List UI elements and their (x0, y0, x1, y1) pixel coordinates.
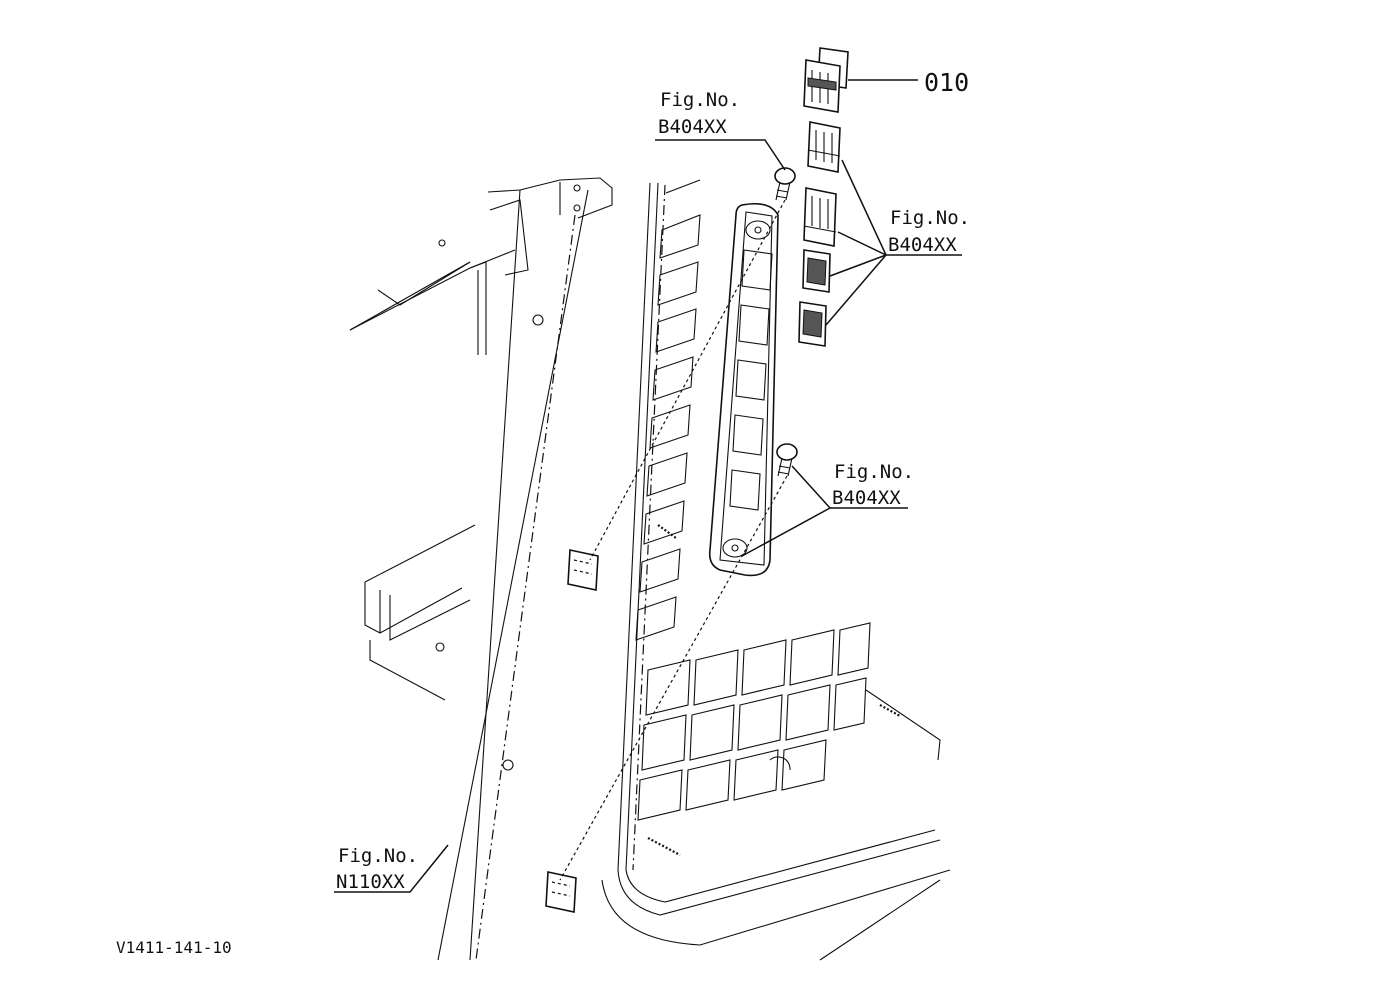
fig-ref-right-upper-code: B404XX (888, 234, 957, 256)
part-010-clip (803, 47, 849, 113)
drawing-code: V1411-141-10 (116, 938, 232, 957)
fig-ref-top-code: B404XX (658, 116, 727, 138)
fig-ref-right-upper-prefix: Fig.No. (890, 207, 970, 229)
alignment-line-lower (559, 475, 788, 881)
alignment-line-upper (589, 199, 786, 561)
fig-ref-right-lower-prefix: Fig.No. (834, 461, 914, 483)
fig-ref-right-lower-code: B404XX (832, 487, 901, 509)
cab-pillar (349, 177, 901, 961)
clip-cap-upper (802, 249, 831, 293)
leader-lines (334, 79, 962, 893)
fig-ref-bottom-left: Fig.No. N110XX (336, 845, 418, 893)
clip-bracket-upper (807, 121, 841, 173)
fig-ref-right-lower: Fig.No. B404XX (832, 461, 914, 509)
fig-ref-bottom-left-code: N110XX (336, 871, 405, 893)
window-grid-frame (601, 179, 951, 961)
fig-ref-right-upper: Fig.No. B404XX (888, 207, 970, 256)
part-number-010: 010 (924, 68, 969, 97)
screw-upper (774, 167, 796, 201)
clip-bracket-lower (803, 187, 837, 247)
fig-ref-top: Fig.No. B404XX (658, 89, 740, 138)
fig-ref-bottom-left-prefix: Fig.No. (338, 845, 418, 867)
clip-cap-lower (798, 301, 827, 347)
fig-ref-top-prefix: Fig.No. (660, 89, 740, 111)
trim-bar (708, 202, 779, 577)
screw-lower (776, 443, 798, 477)
